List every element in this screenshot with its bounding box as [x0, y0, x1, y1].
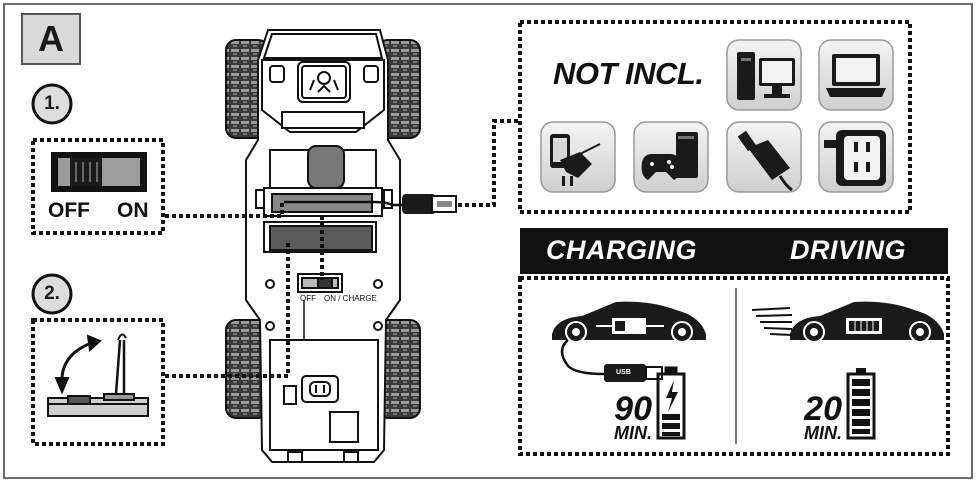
driving-title: DRIVING: [790, 235, 907, 265]
panel-label: A: [38, 18, 64, 59]
step-2-circle: [31, 273, 73, 315]
charging-title: CHARGING: [546, 235, 697, 265]
step-2-label: 2.: [44, 283, 60, 304]
usb-cable-label: USB: [616, 369, 631, 376]
power-switch-illustration: [51, 152, 147, 192]
driving-duration: 20: [804, 390, 842, 428]
step-1-label: 1.: [44, 93, 60, 114]
step-1-circle: [31, 83, 73, 125]
driving-unit: MIN.: [804, 423, 842, 443]
driving-battery-icon: [846, 368, 876, 440]
car-charger-icon: [737, 130, 793, 192]
charging-unit: MIN.: [614, 423, 652, 443]
charging-car-illustration: [552, 301, 706, 382]
charging-duration: 90: [614, 390, 652, 428]
leader-line-antenna: [165, 240, 290, 378]
desktop-computer-icon: [737, 52, 795, 100]
leader-line-sources: [458, 119, 520, 207]
laptop-icon: [826, 54, 886, 97]
sources-box: [518, 20, 912, 214]
switch-on-label: ON: [117, 199, 149, 222]
switch-off-label: OFF: [48, 199, 90, 222]
antenna-fold-illustration: [47, 333, 149, 417]
charging-battery-icon: [656, 366, 686, 440]
outer-frame: [3, 3, 973, 479]
driving-car-illustration: [790, 301, 944, 343]
leader-line-switch: [165, 201, 284, 218]
game-console-icon: [641, 132, 698, 180]
panel-letter-box: [21, 13, 81, 65]
car-switch-charge-label: ON / CHARGE: [324, 294, 377, 303]
mode-band: [520, 228, 948, 274]
step-1-box: [31, 138, 165, 235]
usb-cable-illustration: [284, 194, 457, 214]
leader-lines: [165, 119, 520, 378]
phone-wall-charger-icon: [550, 134, 601, 186]
car-switch-off-label: OFF: [300, 294, 316, 303]
usb-wall-outlet-icon: [824, 130, 886, 186]
mode-box: [518, 276, 950, 456]
not-included-title: NOT INCL.: [553, 56, 704, 91]
speed-lines: [751, 307, 793, 336]
step-2-box: [31, 318, 165, 446]
